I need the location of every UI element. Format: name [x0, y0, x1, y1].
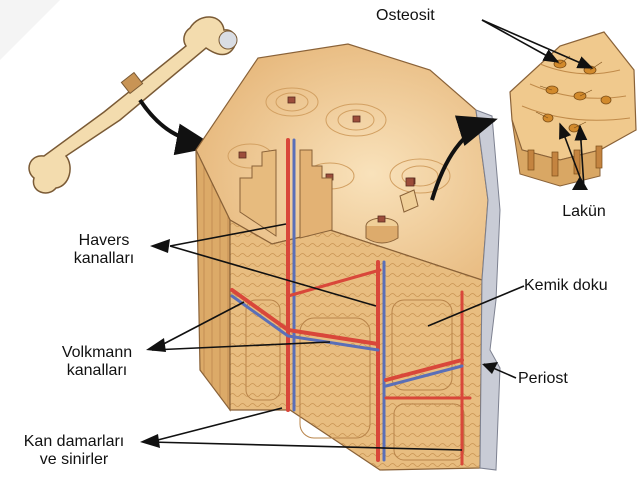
- kan-pointer: [150, 408, 282, 442]
- label-volkmann-line2: kanalları: [42, 362, 152, 380]
- label-kemik-doku: Kemik doku: [524, 277, 608, 295]
- label-kan-damarlari: Kan damarları ve sinirler: [6, 433, 142, 469]
- osteocyte-magnified-inset: [510, 32, 636, 186]
- label-kan-line1: Kan damarları: [6, 433, 142, 451]
- label-havers-kanallari: Havers kanalları: [56, 232, 152, 268]
- label-kan-line2: ve sinirler: [6, 451, 142, 469]
- label-osteosit: Osteosit: [376, 7, 435, 25]
- compact-bone-cross-section: [196, 44, 500, 470]
- label-periost: Periost: [518, 370, 568, 388]
- label-volkmann-line1: Volkmann: [42, 344, 152, 362]
- label-volkmann-kanallari: Volkmann kanalları: [42, 344, 152, 380]
- label-havers-line2: kanalları: [56, 250, 152, 268]
- label-havers-line1: Havers: [56, 232, 152, 250]
- label-lakun: Lakün: [544, 203, 624, 221]
- femur-to-block-arrow: [140, 100, 212, 146]
- background-shade: [0, 0, 60, 60]
- osteosit-pointer: [482, 20, 558, 62]
